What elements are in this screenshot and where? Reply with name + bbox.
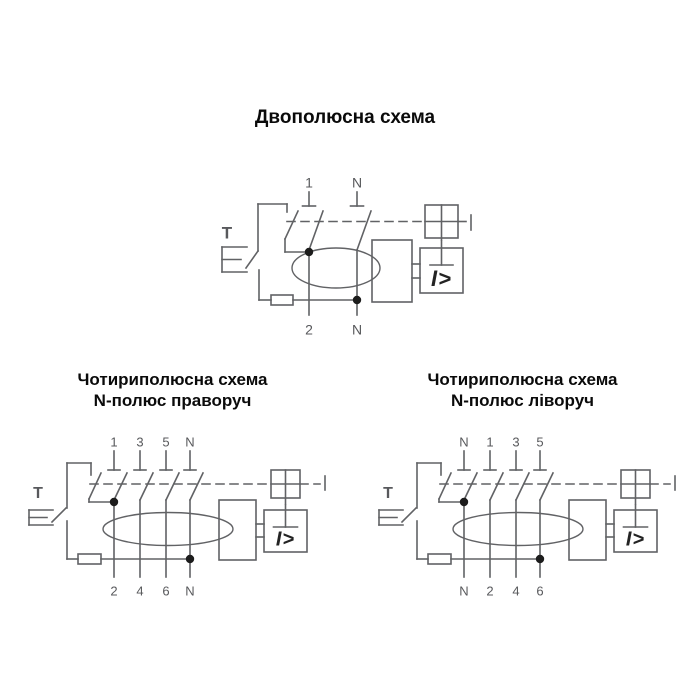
terminal-label-top: N <box>459 434 468 449</box>
four-pole-n-left-title: Чотириполюсна схема N-полюс ліворуч <box>350 369 695 411</box>
relay-box <box>218 499 257 561</box>
contact-blade <box>138 471 155 502</box>
terminal-label-top: 1 <box>110 434 117 449</box>
terminal-label-top: 1 <box>305 175 313 191</box>
junction-dot <box>304 247 314 257</box>
four-pole-n-right-title-line2: N-полюс праворуч <box>93 391 252 410</box>
junction-dot <box>185 554 195 564</box>
terminal-label-bottom: 6 <box>536 583 543 598</box>
ct-toroid-ellipse <box>452 511 584 547</box>
terminal-label-bottom: 2 <box>110 583 117 598</box>
terminal-label-bottom: N <box>352 322 362 338</box>
terminal-label-bottom: 4 <box>512 583 519 598</box>
relay-box <box>568 499 607 561</box>
contact-blade <box>188 471 205 502</box>
junction-dot <box>109 497 119 507</box>
contact-blade <box>514 471 531 502</box>
terminal-label-top: 3 <box>512 434 519 449</box>
test-button-label: T <box>383 485 393 502</box>
terminal-label-bottom: 6 <box>162 583 169 598</box>
terminal-label-bottom: 4 <box>136 583 143 598</box>
terminal-label-top: 5 <box>536 434 543 449</box>
contact-blade <box>538 471 555 502</box>
test-resistor <box>427 553 452 565</box>
four-pole-n-right-title: Чотириполюсна схема N-полюс праворуч <box>0 369 345 411</box>
contact-blade <box>164 471 181 502</box>
overcurrent-symbol: I> <box>276 529 295 551</box>
contact-blade <box>355 209 373 252</box>
contact-blade <box>307 209 325 252</box>
test-resistor <box>270 294 294 306</box>
terminal-label-top: N <box>185 434 194 449</box>
terminal-label-top: 1 <box>486 434 493 449</box>
test-contact-blade <box>244 249 260 270</box>
test-button-label: T <box>222 223 233 242</box>
overcurrent-symbol: I> <box>626 529 645 551</box>
two-pole-title: Двополюсна схема <box>254 107 436 128</box>
junction-dot <box>352 295 362 305</box>
overcurrent-symbol: I> <box>431 266 452 291</box>
terminal-label-bottom: N <box>185 583 194 598</box>
test-tap-contact-blade <box>87 471 103 501</box>
test-resistor <box>77 553 102 565</box>
contact-blade <box>112 471 129 502</box>
four-pole-n-left-title-line2: N-полюс ліворуч <box>450 391 595 410</box>
test-tap-contact-blade <box>283 209 300 241</box>
junction-dot <box>459 497 469 507</box>
ct-toroid-ellipse <box>291 247 381 289</box>
junction-dot <box>535 554 545 564</box>
ct-toroid-ellipse <box>102 511 234 547</box>
test-contact-blade <box>400 506 418 524</box>
terminal-label-bottom: 2 <box>486 583 493 598</box>
test-button-label: T <box>33 485 43 502</box>
contact-blade <box>488 471 505 502</box>
terminal-label-bottom: N <box>459 583 468 598</box>
relay-box <box>371 239 413 303</box>
terminal-label-top: 5 <box>162 434 169 449</box>
terminal-label-top: 3 <box>136 434 143 449</box>
contact-blade <box>462 471 479 502</box>
terminal-label-bottom: 2 <box>305 322 313 338</box>
terminal-label-top: N <box>352 175 362 191</box>
test-tap-contact-blade <box>437 471 453 501</box>
four-pole-n-right-title-line1: Чотириполюсна схема <box>77 370 268 389</box>
four-pole-n-left-title-line1: Чотириполюсна схема <box>427 370 618 389</box>
test-contact-blade <box>50 506 68 524</box>
